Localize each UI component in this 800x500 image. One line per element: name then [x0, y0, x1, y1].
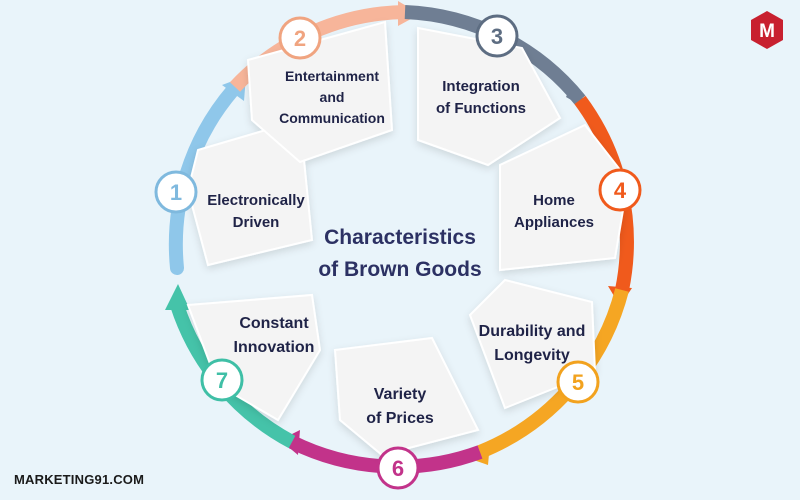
step-label-2-line-2: and [319, 89, 345, 105]
badge-number-4: 4 [614, 178, 627, 203]
step-label-1: Electronically Driven [196, 190, 316, 234]
step-label-6-line-2: of Prices [366, 410, 434, 427]
center-title-line1: Characteristics [324, 226, 476, 249]
badge-number-3: 3 [491, 24, 503, 49]
logo-letter: M [759, 21, 775, 42]
badge-number-7: 7 [216, 368, 228, 393]
step-label-5-line-1: Durability and [478, 323, 586, 340]
badge-4: 4 [598, 168, 642, 212]
number-badges: 1 2 3 4 5 6 7 [154, 14, 642, 490]
center-title-line2: of Brown Goods [318, 258, 482, 281]
step-label-2-line-3: Communication [279, 110, 385, 126]
badge-number-5: 5 [572, 370, 584, 395]
arrowhead-teal [165, 284, 190, 310]
step-label-3-line-1: Integration [442, 78, 520, 95]
step-label-1-line-1: Electronically [207, 192, 305, 209]
badge-2: 2 [278, 16, 322, 60]
step-label-2-line-1: Entertainment [284, 68, 380, 84]
step-label-1-line-2: Driven [232, 214, 280, 231]
step-label-4-line-2: Appliances [513, 214, 595, 231]
badge-5: 5 [556, 360, 600, 404]
brand-logo: M [751, 11, 783, 49]
badge-6: 6 [376, 446, 420, 490]
badge-3: 3 [475, 14, 519, 58]
step-label-7: Constant Innovation [212, 312, 336, 360]
petal-card-4 [499, 123, 630, 272]
badge-1: 1 [154, 170, 198, 214]
step-label-6: Variety of Prices [340, 383, 460, 431]
step-label-3-line-2: of Functions [436, 100, 526, 117]
step-label-3: Integration of Functions [420, 76, 542, 120]
center-title: Characteristics of Brown Goods [300, 222, 500, 286]
step-label-5-line-2: Longevity [494, 347, 570, 364]
step-label-7-line-1: Constant [239, 315, 309, 332]
badge-number-1: 1 [170, 180, 182, 205]
petal-card-6 [333, 336, 480, 457]
step-label-4-line-1: Home [533, 192, 575, 209]
step-label-7-line-2: Innovation [233, 339, 315, 356]
footer-brand-text: MARKETING91.COM [14, 472, 145, 487]
badge-number-6: 6 [392, 456, 404, 481]
arc-blue [168, 83, 240, 275]
petal-card-2 [246, 20, 394, 164]
step-label-2: Entertainment and Communication [272, 66, 392, 129]
step-label-6-line-1: Variety [373, 386, 427, 403]
badge-number-2: 2 [294, 26, 306, 51]
step-label-4: Home Appliances [498, 190, 610, 234]
step-label-5: Durability and Longevity [466, 320, 598, 368]
badge-7: 7 [200, 358, 244, 402]
